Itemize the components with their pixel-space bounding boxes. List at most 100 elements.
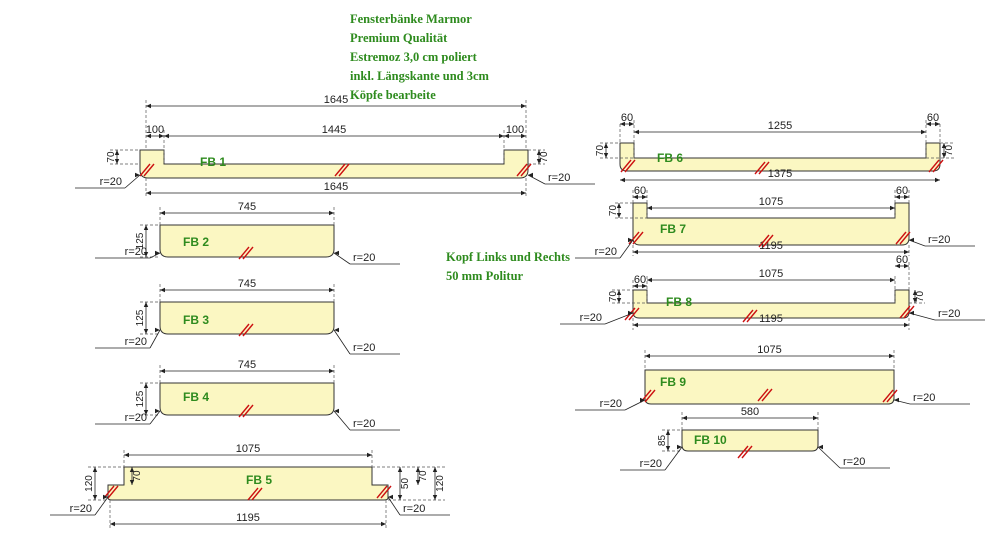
radius-leader <box>333 410 351 431</box>
dimension-arrow <box>536 159 542 164</box>
piece-label: FB 7 <box>660 222 686 236</box>
piece-label: FB 1 <box>200 155 226 169</box>
dimension-arrow <box>665 430 671 435</box>
polish-mark <box>376 485 388 499</box>
radius-arrow <box>909 310 914 316</box>
polish-mark <box>758 234 770 248</box>
polish-mark <box>895 231 907 245</box>
dimension-label: 580 <box>741 406 759 418</box>
polish-mark <box>107 485 119 499</box>
header-notes: Fensterbänke Marmor Premium Qualität Est… <box>350 10 489 105</box>
polish-mark <box>338 163 350 177</box>
radius-label: r=20 <box>595 246 617 258</box>
dimension-arrow <box>634 129 639 135</box>
dimension-arrow <box>129 467 135 472</box>
dimension-label: 100 <box>506 124 524 136</box>
dimension-arrow <box>124 452 129 458</box>
piece-fb-4 <box>159 382 335 416</box>
dimension-arrow <box>912 290 918 295</box>
polish-mark <box>758 161 770 175</box>
radius-leader <box>619 239 634 259</box>
polish-mark <box>242 404 254 418</box>
dimension-label: 125 <box>135 390 146 407</box>
dimension-label: 1645 <box>324 94 348 106</box>
polish-mark <box>928 159 940 173</box>
dimension-label: 70 <box>595 145 606 157</box>
dimension-arrow <box>160 287 165 293</box>
dimension-label: 70 <box>539 151 550 163</box>
radius-arrow <box>818 444 823 450</box>
dimension-arrow <box>521 190 526 196</box>
dimension-label: 85 <box>657 435 668 447</box>
radius-arrow <box>334 327 339 333</box>
dimension-arrow <box>603 143 609 148</box>
dimension-arrow <box>642 283 647 289</box>
dimension-arrow <box>935 177 940 183</box>
radius-leader <box>387 496 401 516</box>
dimension-arrow <box>904 194 909 200</box>
dimension-arrow <box>665 446 671 451</box>
dimension-arrow <box>912 298 918 303</box>
dimension-arrow <box>536 150 542 155</box>
polish-mark <box>628 231 640 245</box>
piece-fb-5 <box>107 466 389 501</box>
radius-label: r=20 <box>600 398 622 410</box>
dimension-arrow <box>941 143 947 148</box>
dimension-arrow <box>329 287 334 293</box>
dimension-label: 745 <box>238 359 256 371</box>
polish-mark <box>761 388 773 402</box>
dimension-label: 120 <box>84 475 95 492</box>
polish-mark <box>143 163 155 177</box>
piece-label: FB 10 <box>694 433 727 447</box>
dimension-arrow <box>504 133 509 139</box>
dimension-arrow <box>143 302 149 307</box>
dimension-arrow <box>146 103 151 109</box>
polish-mark <box>380 485 392 499</box>
radius-leader <box>333 252 351 265</box>
radius-label: r=20 <box>125 412 147 424</box>
dimension-arrow <box>146 190 151 196</box>
dimension-arrow <box>647 277 652 283</box>
dimension-label: 1075 <box>759 196 783 208</box>
dimension-label: 1195 <box>759 313 783 325</box>
dimension-arrow <box>941 153 947 158</box>
polish-mark <box>632 231 644 245</box>
piece-label: FB 5 <box>246 473 272 487</box>
polish-mark <box>757 388 769 402</box>
polish-mark <box>238 323 250 337</box>
dimension-arrow <box>143 383 149 388</box>
dimension-label: 1195 <box>759 240 783 252</box>
dimension-label: 125 <box>135 232 146 249</box>
radius-leader <box>149 410 161 425</box>
dimension-arrow <box>329 210 334 216</box>
dimension-arrow <box>521 103 526 109</box>
radius-label: r=20 <box>353 252 375 264</box>
dimension-label: 60 <box>634 274 646 286</box>
dimension-arrow <box>92 467 98 472</box>
dimension-label: 60 <box>896 185 908 197</box>
dimension-arrow <box>143 252 149 257</box>
radius-arrow <box>334 250 339 256</box>
dimension-label: 745 <box>238 201 256 213</box>
dimension-label: 1195 <box>236 512 260 524</box>
dimension-arrow <box>143 329 149 334</box>
polish-note: Kopf Links und Rechts 50 mm Politur <box>446 248 570 286</box>
radius-arrow <box>103 494 108 500</box>
dimension-arrow <box>620 177 625 183</box>
dimension-label: 1075 <box>757 344 781 356</box>
header-note-line: Premium Qualität <box>350 31 448 45</box>
polish-mark <box>620 159 632 173</box>
radius-arrow <box>388 494 393 500</box>
polish-mark <box>742 309 754 323</box>
dimension-arrow <box>397 495 403 500</box>
piece-fb-1 <box>139 149 529 179</box>
radius-arrow <box>909 237 914 243</box>
radius-arrow <box>528 172 533 178</box>
radius-leader <box>624 399 646 411</box>
dimension-arrow <box>633 194 638 200</box>
radius-arrow <box>155 250 160 256</box>
polish-mark <box>242 246 254 260</box>
dimension-arrow <box>432 495 438 500</box>
dimension-label: 70 <box>608 205 619 217</box>
